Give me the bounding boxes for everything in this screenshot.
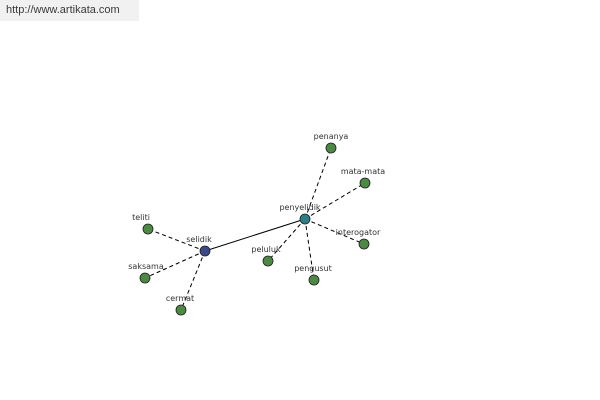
edge-penyelidik-mata-mata bbox=[304, 182, 366, 220]
node-saksama[interactable]: saksama bbox=[128, 262, 164, 284]
nodes-layer: selidik penyelidik teliti saksama cermat pena… bbox=[128, 132, 385, 316]
node-label-pengusut: pengusut bbox=[294, 264, 332, 273]
node-mata-mata[interactable]: mata-mata bbox=[341, 167, 385, 189]
node-interogator[interactable]: interogator bbox=[336, 228, 381, 250]
node-peluluk[interactable]: peluluk bbox=[251, 245, 281, 267]
node-penanya[interactable]: penanya bbox=[314, 132, 349, 154]
node-dot-interogator[interactable] bbox=[358, 238, 370, 250]
node-label-interogator: interogator bbox=[336, 228, 381, 237]
node-label-peluluk: peluluk bbox=[251, 245, 281, 254]
node-label-penyelidik: penyelidik bbox=[279, 203, 320, 212]
node-dot-penyelidik[interactable] bbox=[299, 213, 311, 225]
node-teliti[interactable]: teliti bbox=[132, 213, 154, 235]
edge-selidik-teliti bbox=[147, 228, 206, 252]
edge-penyelidik-peluluk bbox=[267, 218, 306, 262]
node-selidik[interactable]: selidik bbox=[186, 235, 212, 257]
node-label-penanya: penanya bbox=[314, 132, 349, 141]
edge-selidik-cermat bbox=[180, 250, 206, 311]
node-dot-peluluk[interactable] bbox=[262, 255, 274, 267]
node-dot-teliti[interactable] bbox=[142, 223, 154, 235]
edge-selidik-penyelidik bbox=[204, 218, 306, 252]
node-dot-cermat[interactable] bbox=[175, 304, 187, 316]
node-dot-selidik[interactable] bbox=[199, 245, 211, 257]
node-pengusut[interactable]: pengusut bbox=[294, 264, 332, 286]
node-penyelidik[interactable]: penyelidik bbox=[279, 203, 321, 225]
node-label-teliti: teliti bbox=[132, 213, 150, 222]
node-dot-saksama[interactable] bbox=[139, 272, 151, 284]
url-banner[interactable]: http://www.artikata.com bbox=[0, 0, 139, 21]
node-label-mata-mata: mata-mata bbox=[341, 167, 385, 176]
edge-selidik-saksama bbox=[144, 250, 206, 279]
node-dot-penanya[interactable] bbox=[325, 142, 337, 154]
edge-penyelidik-pengusut bbox=[304, 218, 315, 281]
edge-penyelidik-interogator bbox=[304, 218, 365, 245]
node-dot-mata-mata[interactable] bbox=[359, 177, 371, 189]
edge-penyelidik-penanya bbox=[304, 147, 332, 220]
node-label-selidik: selidik bbox=[186, 235, 212, 244]
node-cermat[interactable]: cermat bbox=[166, 294, 194, 316]
node-label-cermat: cermat bbox=[166, 294, 194, 303]
node-label-saksama: saksama bbox=[128, 262, 164, 271]
edges-layer bbox=[144, 147, 366, 311]
node-dot-pengusut[interactable] bbox=[308, 274, 320, 286]
